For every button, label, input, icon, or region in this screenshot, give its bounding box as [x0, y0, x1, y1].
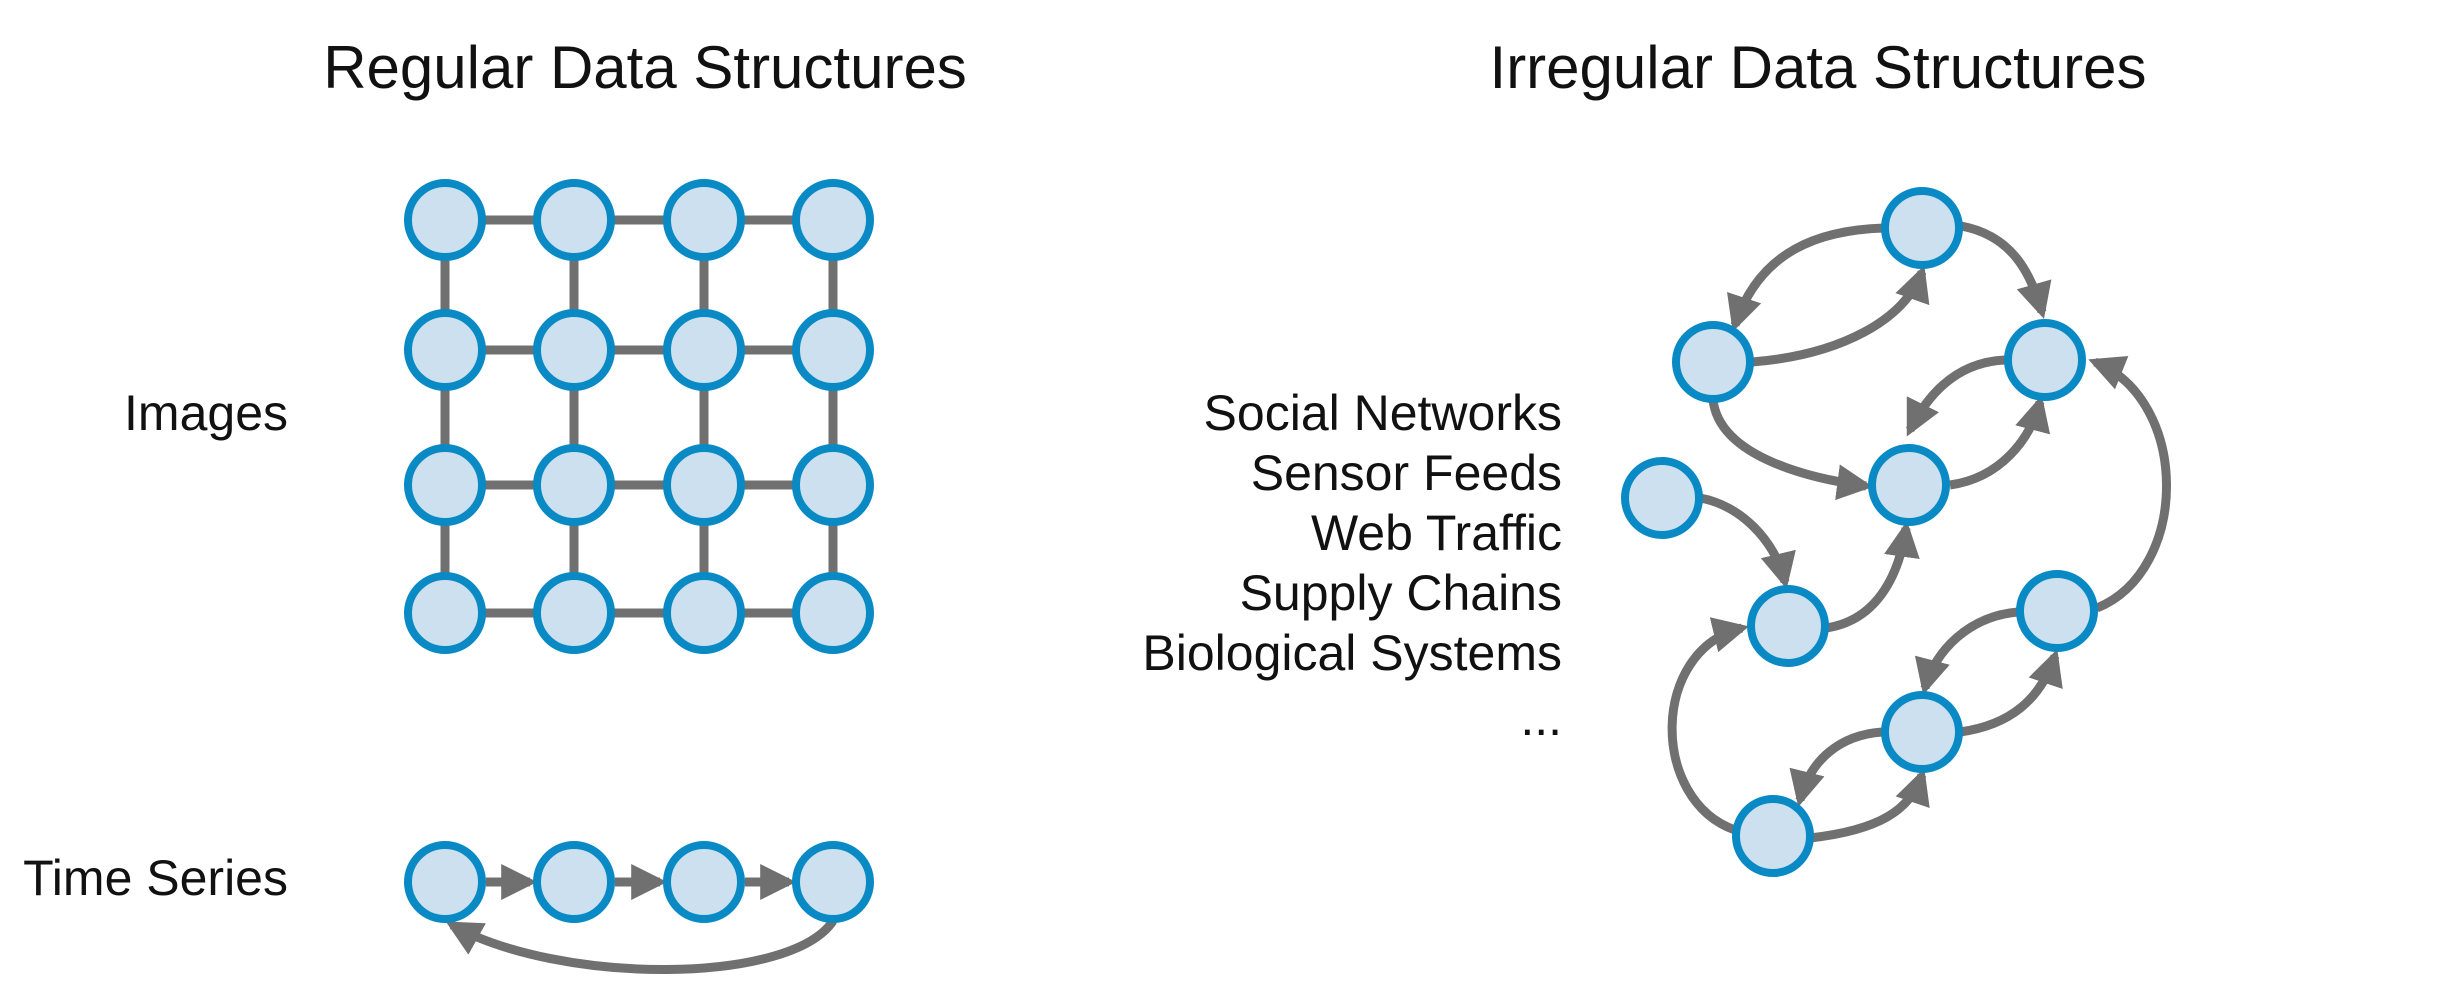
irregular-graph: [1621, 187, 2171, 877]
graph-edge: [1949, 395, 2051, 490]
graph-edge: [1825, 520, 1920, 633]
image-grid: [404, 179, 874, 654]
grid-node: [792, 309, 874, 391]
graph-edge: [1751, 265, 1930, 367]
grid-node: [792, 572, 874, 654]
example-biological-systems: Biological Systems: [1142, 625, 1562, 681]
grid-node: [404, 444, 486, 526]
time-series-node: [533, 841, 615, 923]
graph-node: [2016, 570, 2098, 652]
time-series-nodes: [404, 841, 874, 923]
graph-node: [1672, 321, 1754, 403]
graph-node: [1747, 585, 1829, 667]
graph-edge: [2088, 356, 2171, 613]
grid-node: [663, 309, 745, 391]
irregular-title: Irregular Data Structures: [1490, 34, 2147, 101]
time-series-edges: [445, 864, 837, 974]
example-sensor-feeds: Sensor Feeds: [1251, 445, 1562, 501]
grid-node: [792, 179, 874, 261]
grid-node: [533, 572, 615, 654]
time-series-loop-edge: [445, 918, 837, 974]
graph-node: [1881, 187, 1963, 269]
grid-node: [663, 572, 745, 654]
time-series-label: Time Series: [23, 850, 288, 906]
time-series-node: [404, 841, 486, 923]
grid-nodes: [404, 179, 874, 654]
grid-node: [792, 444, 874, 526]
graph-edge: [1708, 399, 1874, 501]
example-supply-chains: Supply Chains: [1240, 565, 1562, 621]
irregular-nodes: [1621, 187, 2098, 877]
grid-node: [663, 179, 745, 261]
grid-node: [663, 444, 745, 526]
graph-edge: [1789, 727, 1883, 807]
graph-node: [1881, 691, 1963, 773]
grid-node: [533, 444, 615, 526]
time-series-node: [663, 841, 745, 923]
time-series-chain: [404, 841, 874, 974]
graph-node: [1732, 795, 1814, 877]
example-social-networks: Social Networks: [1204, 385, 1562, 441]
graph-node: [2004, 319, 2086, 401]
irregular-edges: [1667, 221, 2171, 843]
graph-node: [1868, 444, 1950, 526]
grid-node: [404, 309, 486, 391]
graph-edge: [1905, 355, 2006, 437]
images-label: Images: [124, 385, 288, 441]
regular-title: Regular Data Structures: [323, 34, 967, 101]
grid-node: [533, 309, 615, 391]
graph-edge: [1960, 221, 2052, 319]
time-series-node: [792, 841, 874, 923]
grid-node: [533, 179, 615, 261]
example-ellipsis: ...: [1520, 690, 1562, 746]
graph-node: [1621, 457, 1703, 539]
graph-edge: [1809, 768, 1930, 843]
grid-node: [404, 179, 486, 261]
graph-edge: [1914, 607, 2019, 695]
graph-edge: [1727, 223, 1885, 332]
graph-edge: [1667, 617, 1749, 835]
grid-node: [404, 572, 486, 654]
example-web-traffic: Web Traffic: [1311, 505, 1562, 561]
grid-edges: [440, 215, 838, 618]
graph-edge: [1699, 493, 1796, 590]
graph-edge: [1959, 649, 2063, 737]
